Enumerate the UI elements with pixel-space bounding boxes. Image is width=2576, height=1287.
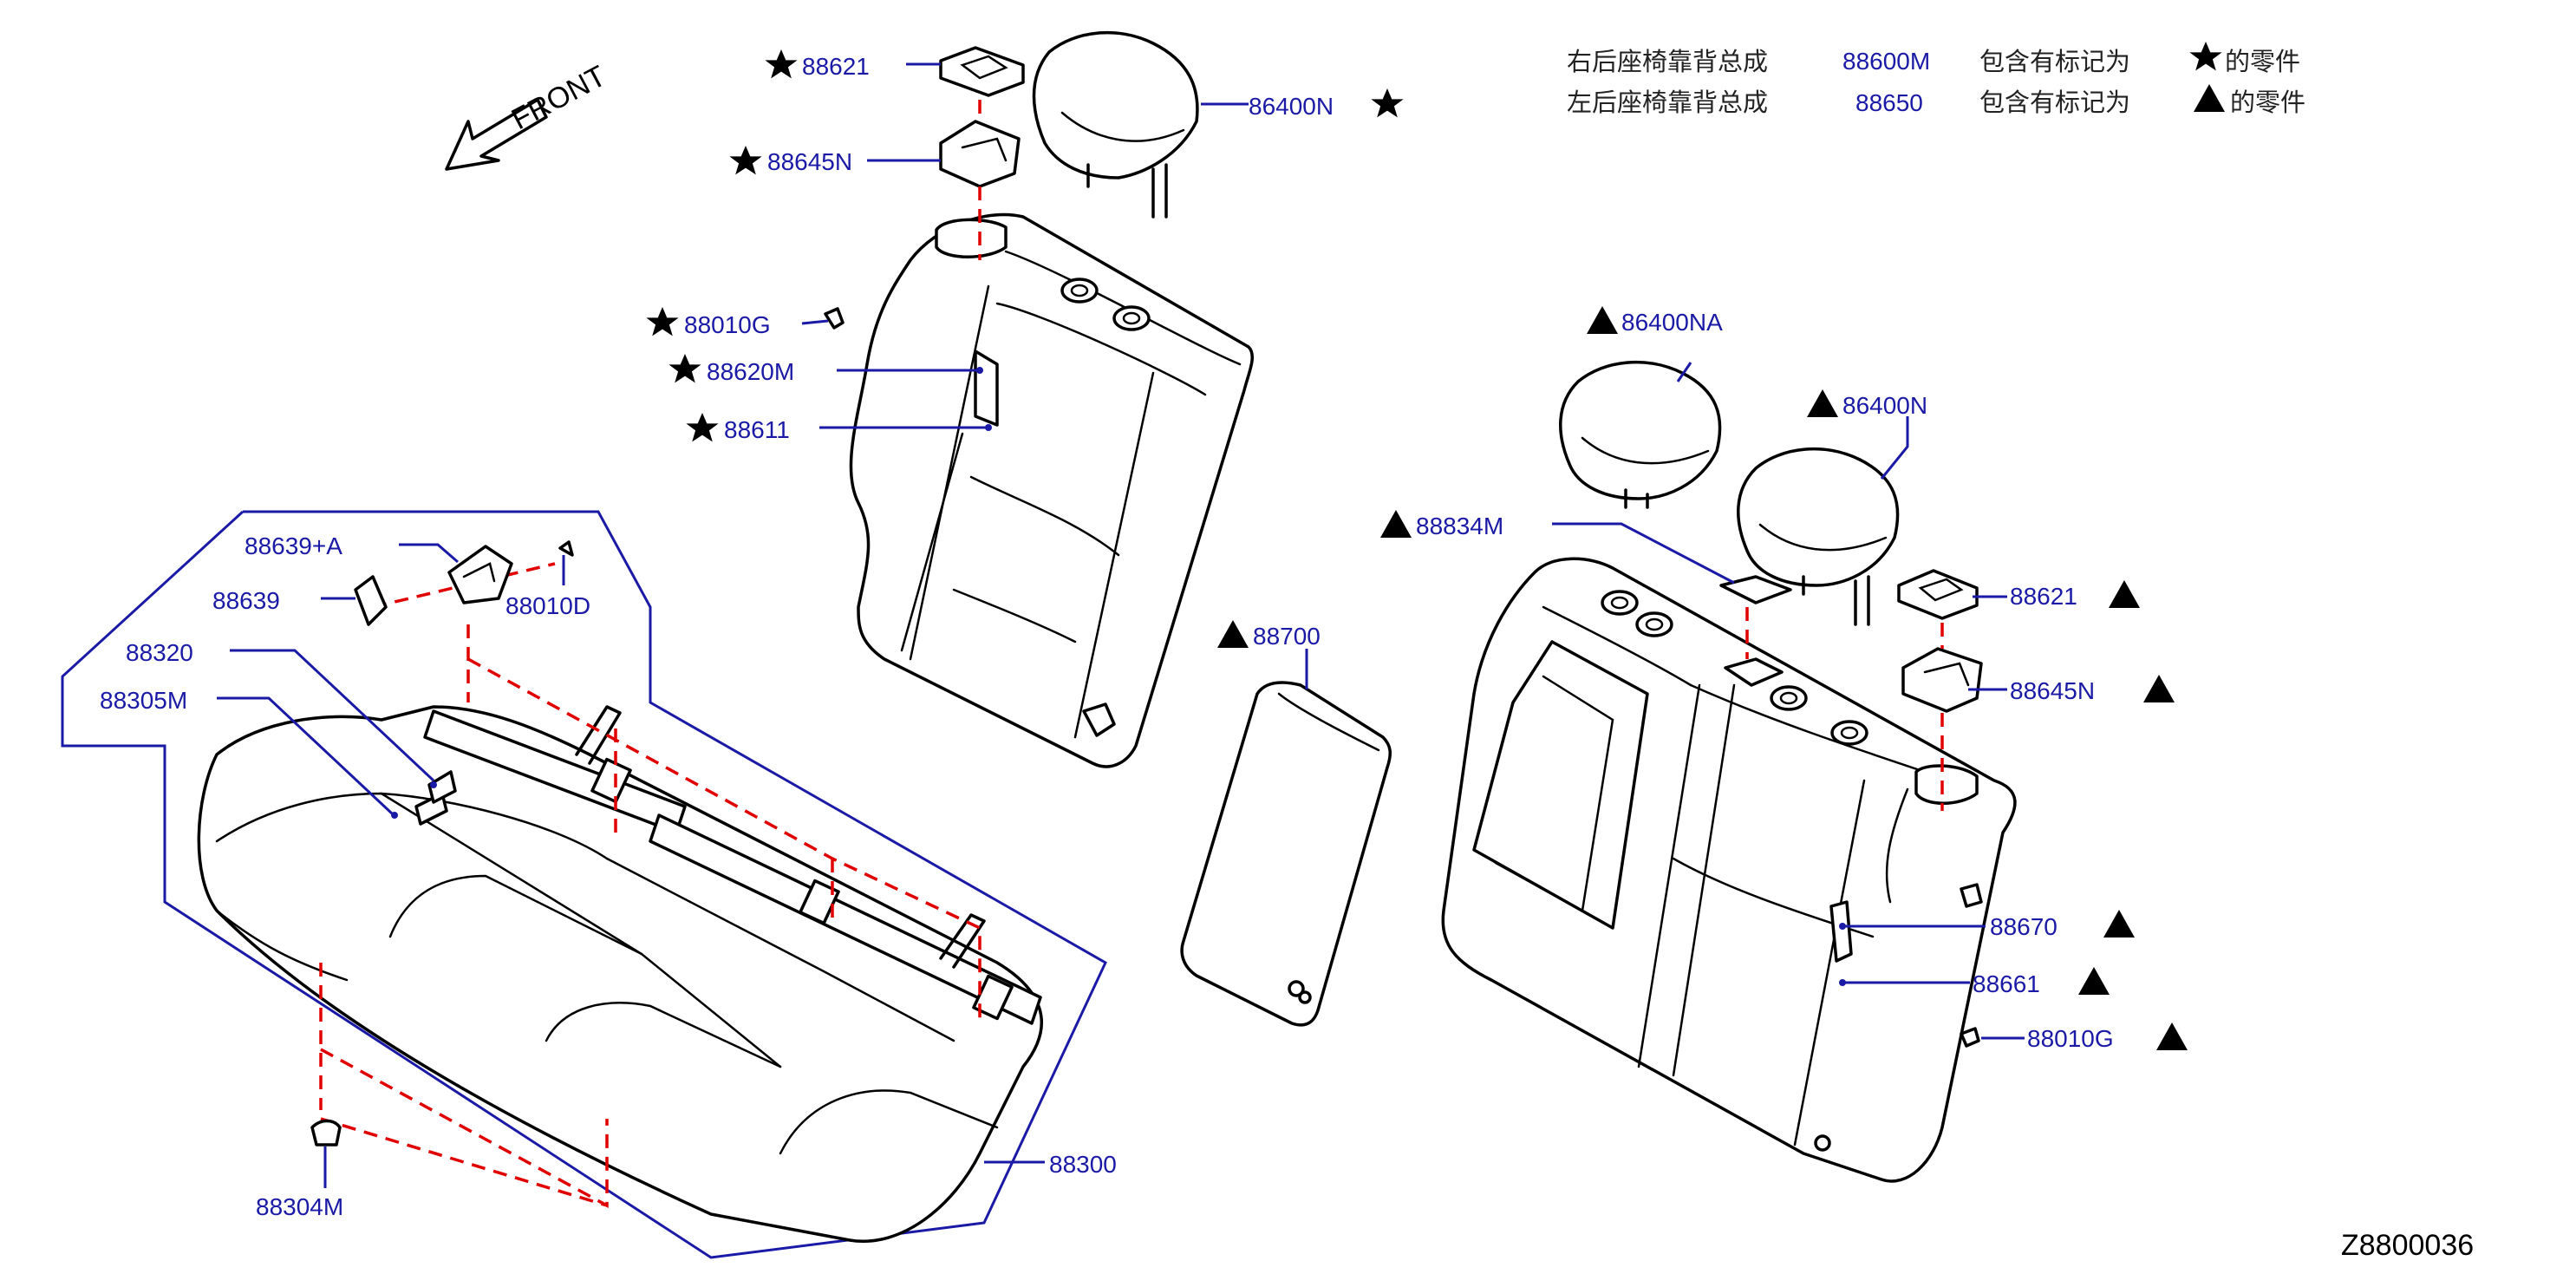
part-labels: 88621 86400N 88645N 88010G 88620M 88611 …: [100, 49, 2188, 1220]
part-88320-tab: [427, 770, 457, 804]
legend-row2-name: 左后座椅靠背总成: [1567, 88, 1768, 117]
front-label: FRONT: [506, 60, 611, 137]
label-88010D: 88010D: [505, 592, 590, 619]
headrest-86400N-right: [1737, 447, 1900, 626]
label-88620M: 88620M: [707, 358, 794, 385]
part-86400N-top-star-icon: [1371, 88, 1404, 118]
label-88621-top: 88621: [802, 53, 870, 80]
part-88645N-top-star-icon: [729, 146, 762, 175]
label-88661: 88661: [1973, 970, 2040, 997]
label-88834M: 88834M: [1416, 513, 1503, 539]
label-88645N-top: 88645N: [767, 148, 852, 175]
part-88010G-right-triangle-icon: [2156, 1022, 2188, 1050]
armrest-88700: [1180, 681, 1392, 1027]
headrest-86400NA: [1559, 360, 1722, 509]
label-88611: 88611: [724, 416, 790, 443]
legend-row2-part: 88650: [1855, 89, 1923, 116]
left-seatback-slot: [1724, 657, 1784, 687]
label-86400N-right: 86400N: [1842, 392, 1927, 419]
part-88645N-right-triangle-icon: [2143, 675, 2175, 702]
cushion-body: [197, 705, 1043, 1243]
cushion-rear-bar: [649, 813, 1042, 1025]
part-86400NA-triangle-icon: [1587, 306, 1618, 334]
part-88621-top-guide: [939, 46, 1025, 97]
part-86400N-right-triangle-icon: [1807, 389, 1838, 417]
legend-row1-suffix: 的零件: [2225, 47, 2300, 76]
part-88834M-triangle-icon: [1380, 510, 1412, 538]
left-seatback-assembly: [1441, 557, 2017, 1183]
label-88305M: 88305M: [100, 687, 187, 714]
label-88010G-top: 88010G: [684, 311, 771, 338]
seatback-headrest-socket: [935, 218, 1008, 258]
legend-star-icon: [2189, 42, 2222, 71]
label-88639A: 88639+A: [245, 532, 342, 559]
legend-row1-part: 88600M: [1842, 48, 1930, 75]
label-88300: 88300: [1049, 1151, 1117, 1178]
legend-triangle-icon: [2194, 84, 2225, 112]
part-88304M-clip: [310, 1119, 342, 1147]
right-seatback-assembly: [849, 212, 1254, 768]
part-88645N-right-lock: [1901, 647, 1983, 713]
part-88010G-top-star-icon: [646, 307, 679, 336]
part-88620M-star-icon: [668, 354, 701, 383]
label-88645N-right: 88645N: [2010, 677, 2095, 704]
part-88639-clip: [354, 575, 388, 626]
part-88010G-top-clip: [824, 307, 845, 330]
label-88010G-right: 88010G: [2027, 1025, 2114, 1052]
left-seatback-headrest-socket: [1914, 764, 1979, 805]
part-88670-triangle-icon: [2103, 910, 2135, 937]
label-88700: 88700: [1253, 623, 1321, 650]
part-88621-right-guide: [1897, 569, 1979, 620]
armrest-88700-body: [1180, 681, 1392, 1027]
part-88661-triangle-icon: [2078, 967, 2110, 995]
leader-lines: [217, 62, 2025, 1164]
label-88670: 88670: [1990, 913, 2058, 940]
seatback-guide-1: [1060, 278, 1099, 304]
part-88645N-top-lock: [939, 120, 1021, 188]
part-88834M-cover: [1719, 575, 1792, 604]
headrest-86400N-top-cushion: [1032, 30, 1199, 180]
label-86400N-top: 86400N: [1249, 93, 1334, 120]
cushion-dash-lines: [319, 562, 981, 1208]
part-88611-star-icon: [686, 413, 719, 442]
headrest-86400N-right-cushion: [1737, 447, 1900, 587]
label-88304M: 88304M: [256, 1193, 343, 1220]
legend-row2-desc: 包含有标记为: [1979, 88, 2130, 117]
seatback-guide-2: [1112, 305, 1151, 331]
legend-row1-desc: 包含有标记为: [1979, 47, 2130, 76]
headrest-86400NA-cushion: [1559, 360, 1722, 500]
front-arrow: FRONT: [445, 60, 611, 171]
label-88320: 88320: [126, 639, 193, 666]
part-88010D-clip: [558, 540, 574, 557]
seatback-latch-cover: [974, 350, 999, 427]
label-86400NA: 86400NA: [1621, 309, 1723, 336]
right-seatback-body: [849, 212, 1254, 768]
label-88621-right: 88621: [2010, 583, 2077, 610]
figure-reference: Z8800036: [2341, 1229, 2474, 1262]
part-88621-top-star-icon: [765, 49, 798, 79]
headrest-86400N-top: [1032, 30, 1199, 219]
part-88700-triangle-icon: [1217, 620, 1249, 648]
part-88621-right-triangle-icon: [2109, 580, 2140, 608]
part-88010G-right-clip: [1960, 1027, 1980, 1048]
part-88639A-bracket: [447, 545, 513, 604]
label-88639: 88639: [212, 587, 280, 614]
front-arrow-icon: [445, 98, 548, 171]
legend-row1-name: 右后座椅靠背总成: [1567, 47, 1768, 76]
legend-row2-suffix: 的零件: [2230, 88, 2305, 117]
legend: 右后座椅靠背总成 88600M 包含有标记为 的零件 左后座椅靠背总成 8865…: [1567, 42, 2305, 117]
